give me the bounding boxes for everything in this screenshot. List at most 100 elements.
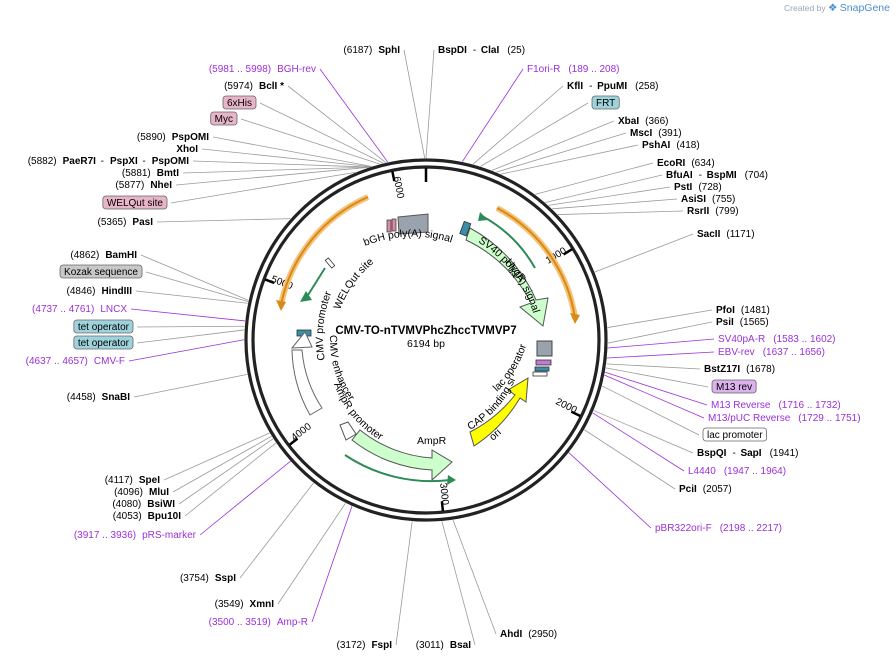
leader-line [403,49,426,159]
site-label-group[interactable]: SV40pA-R(1583 .. 1602) [718,334,836,345]
site-label-group[interactable]: BGH-rev(5981 .. 5998) [209,64,316,75]
site-label-group[interactable]: XhoI [176,144,198,155]
site-label-group[interactable]: PshAI(418) [642,140,700,151]
enzyme-name: SnaBI [102,392,131,403]
primer-range: (1716 .. 1732) [778,400,840,411]
site-label-group[interactable]: BmtI(5881) [122,168,179,179]
site-label-group[interactable]: RsrII(799) [687,206,739,217]
ori-feature[interactable] [469,377,529,447]
site-label-group[interactable]: BspDI-ClaI(25) [438,45,525,56]
site-label-group[interactable]: L4440(1947 .. 1964) [688,466,786,477]
enzyme-position: (4458) [67,392,96,403]
bgh-polya-feature[interactable] [397,213,429,235]
site-label-group[interactable]: SacII(1171) [697,229,755,240]
feature-arc-right-core [496,207,576,319]
site-label-group[interactable]: 6xHis [222,95,257,110]
site-label-group[interactable]: FRT [591,95,620,110]
enzyme-position: (2950) [528,629,557,640]
site-label-group[interactable]: BsaI(3011) [416,640,472,651]
leader-line [239,482,314,579]
leader-line [240,118,380,165]
ampr-promoter-feature[interactable] [339,421,357,441]
site-label-group[interactable]: PsiI(1565) [716,317,769,328]
site-label-group[interactable]: M13/pUC Reverse(1729 .. 1751) [708,413,861,424]
enzyme-name: HindIII [101,286,132,297]
site-label-group[interactable]: MluI(4096) [114,487,169,498]
leader-line [170,171,356,204]
leader-line [452,519,497,635]
site-label-group[interactable]: HindIII(4846) [67,286,133,297]
site-label-group[interactable]: XmnI(3549) [215,599,275,610]
enzyme-position: (5877) [115,180,144,191]
site-label-group[interactable]: NheI(5877) [115,180,172,191]
site-label-group[interactable]: BspQI-SapI(1941) [697,448,798,459]
cmv-promoter-feature[interactable] [291,349,323,416]
brand-app-name: SnapGene [839,2,890,14]
site-label-group[interactable]: PasI(5365) [98,217,154,228]
enzyme-name: SphI [378,45,400,56]
enzyme-position: (5365) [98,217,127,228]
leader-line [135,290,248,304]
hygr-feature[interactable] [465,227,549,327]
site-label-group[interactable]: BstZ17I(1678) [704,364,775,375]
leader-line [259,102,384,164]
site-label-group[interactable]: WELQut site [102,195,168,210]
enzyme-separator: - [699,170,702,181]
boxed-label: 6xHis [227,98,252,109]
site-label-group[interactable]: pBR322ori-F(2198 .. 2217) [655,523,782,534]
site-label-group[interactable]: MscI(391) [630,128,682,139]
enzyme-name: BspMI [707,170,737,181]
hygr-orf-head [478,212,488,221]
site-label-group[interactable]: Myc [210,111,238,126]
site-label-group[interactable]: tet operator [73,335,134,350]
ampr-label: AmpR [417,435,447,447]
site-label-group[interactable]: Kozak sequence [59,264,143,279]
site-label-group[interactable]: M13 rev [711,379,757,394]
site-label-group[interactable]: PstI(728) [674,182,722,193]
site-label-group[interactable]: PspOMI-PspXI-PaeR7I(5882) [28,156,190,167]
feature-arc-left[interactable] [278,194,370,306]
primer-range: (1729 .. 1751) [798,413,860,424]
site-label-group[interactable]: SphI(6187) [343,45,400,56]
site-label-group[interactable]: PfoI(1481) [716,305,770,316]
site-label-group[interactable]: pRS-marker(3917 .. 3936) [74,530,197,541]
site-label-group[interactable]: EBV-rev(1637 .. 1656) [718,347,825,358]
primer-range: (189 .. 208) [568,64,619,75]
site-label-group[interactable]: PciI(2057) [679,484,732,495]
site-label-group[interactable]: Bpu10I(4053) [113,511,181,522]
site-label-group[interactable]: FspI(3172) [337,640,393,651]
enzyme-name: XmnI [250,599,275,610]
site-label-group[interactable]: SspI(3754) [180,573,236,584]
leader-line [212,136,372,167]
enzyme-name: BamHI [105,250,137,261]
site-label-group[interactable]: BsiWI(4080) [112,499,175,510]
site-label-group[interactable]: Amp-R(3500 .. 3519) [209,617,308,628]
site-label-group[interactable]: tet operator [73,319,134,334]
site-label-group[interactable]: BclI *(5974) [224,81,284,92]
site-label-group[interactable]: AhdI(2950) [500,629,557,640]
site-label-group[interactable]: LNCX(4737 .. 4761) [32,304,127,315]
site-label-group[interactable]: SnaBI (4458) [67,392,130,403]
site-label-group[interactable]: XbaI(366) [618,116,668,127]
site-label-group[interactable]: KflI-PpuMI(258) [567,81,658,92]
enzyme-position: (634) [691,158,714,169]
site-label-group[interactable]: lac promoter [702,427,767,442]
site-label-group[interactable]: F1ori-R (189 .. 208) [527,64,620,75]
enzyme-position: (418) [676,140,699,151]
site-label-group[interactable]: PspOMI(5890) [137,132,209,143]
primer-name: BGH-rev [277,64,316,75]
site-label-group[interactable]: CMV-F(4637 .. 4657) [26,356,125,367]
primer-name: F1ori-R [527,64,560,75]
site-label-group[interactable]: SpeI(4117) [105,475,161,486]
primer-range: (2198 .. 2217) [720,523,782,534]
site-label-group[interactable]: BfuAI-BspMI(704) [666,170,768,181]
leader-line [545,174,663,203]
site-label-group[interactable]: EcoRI(634) [657,158,715,169]
site-label-group[interactable]: M13 Reverse(1716 .. 1732) [711,400,841,411]
site-label-group[interactable]: AsiSI(755) [681,194,735,205]
boxed-label: tet operator [78,338,130,349]
sv40-polya-feature[interactable] [536,340,553,357]
ampr-feature[interactable] [351,429,453,482]
site-label-group[interactable]: BamHI(4862) [70,250,137,261]
snapgene-brand: Created by ❖ SnapGene [784,2,890,14]
